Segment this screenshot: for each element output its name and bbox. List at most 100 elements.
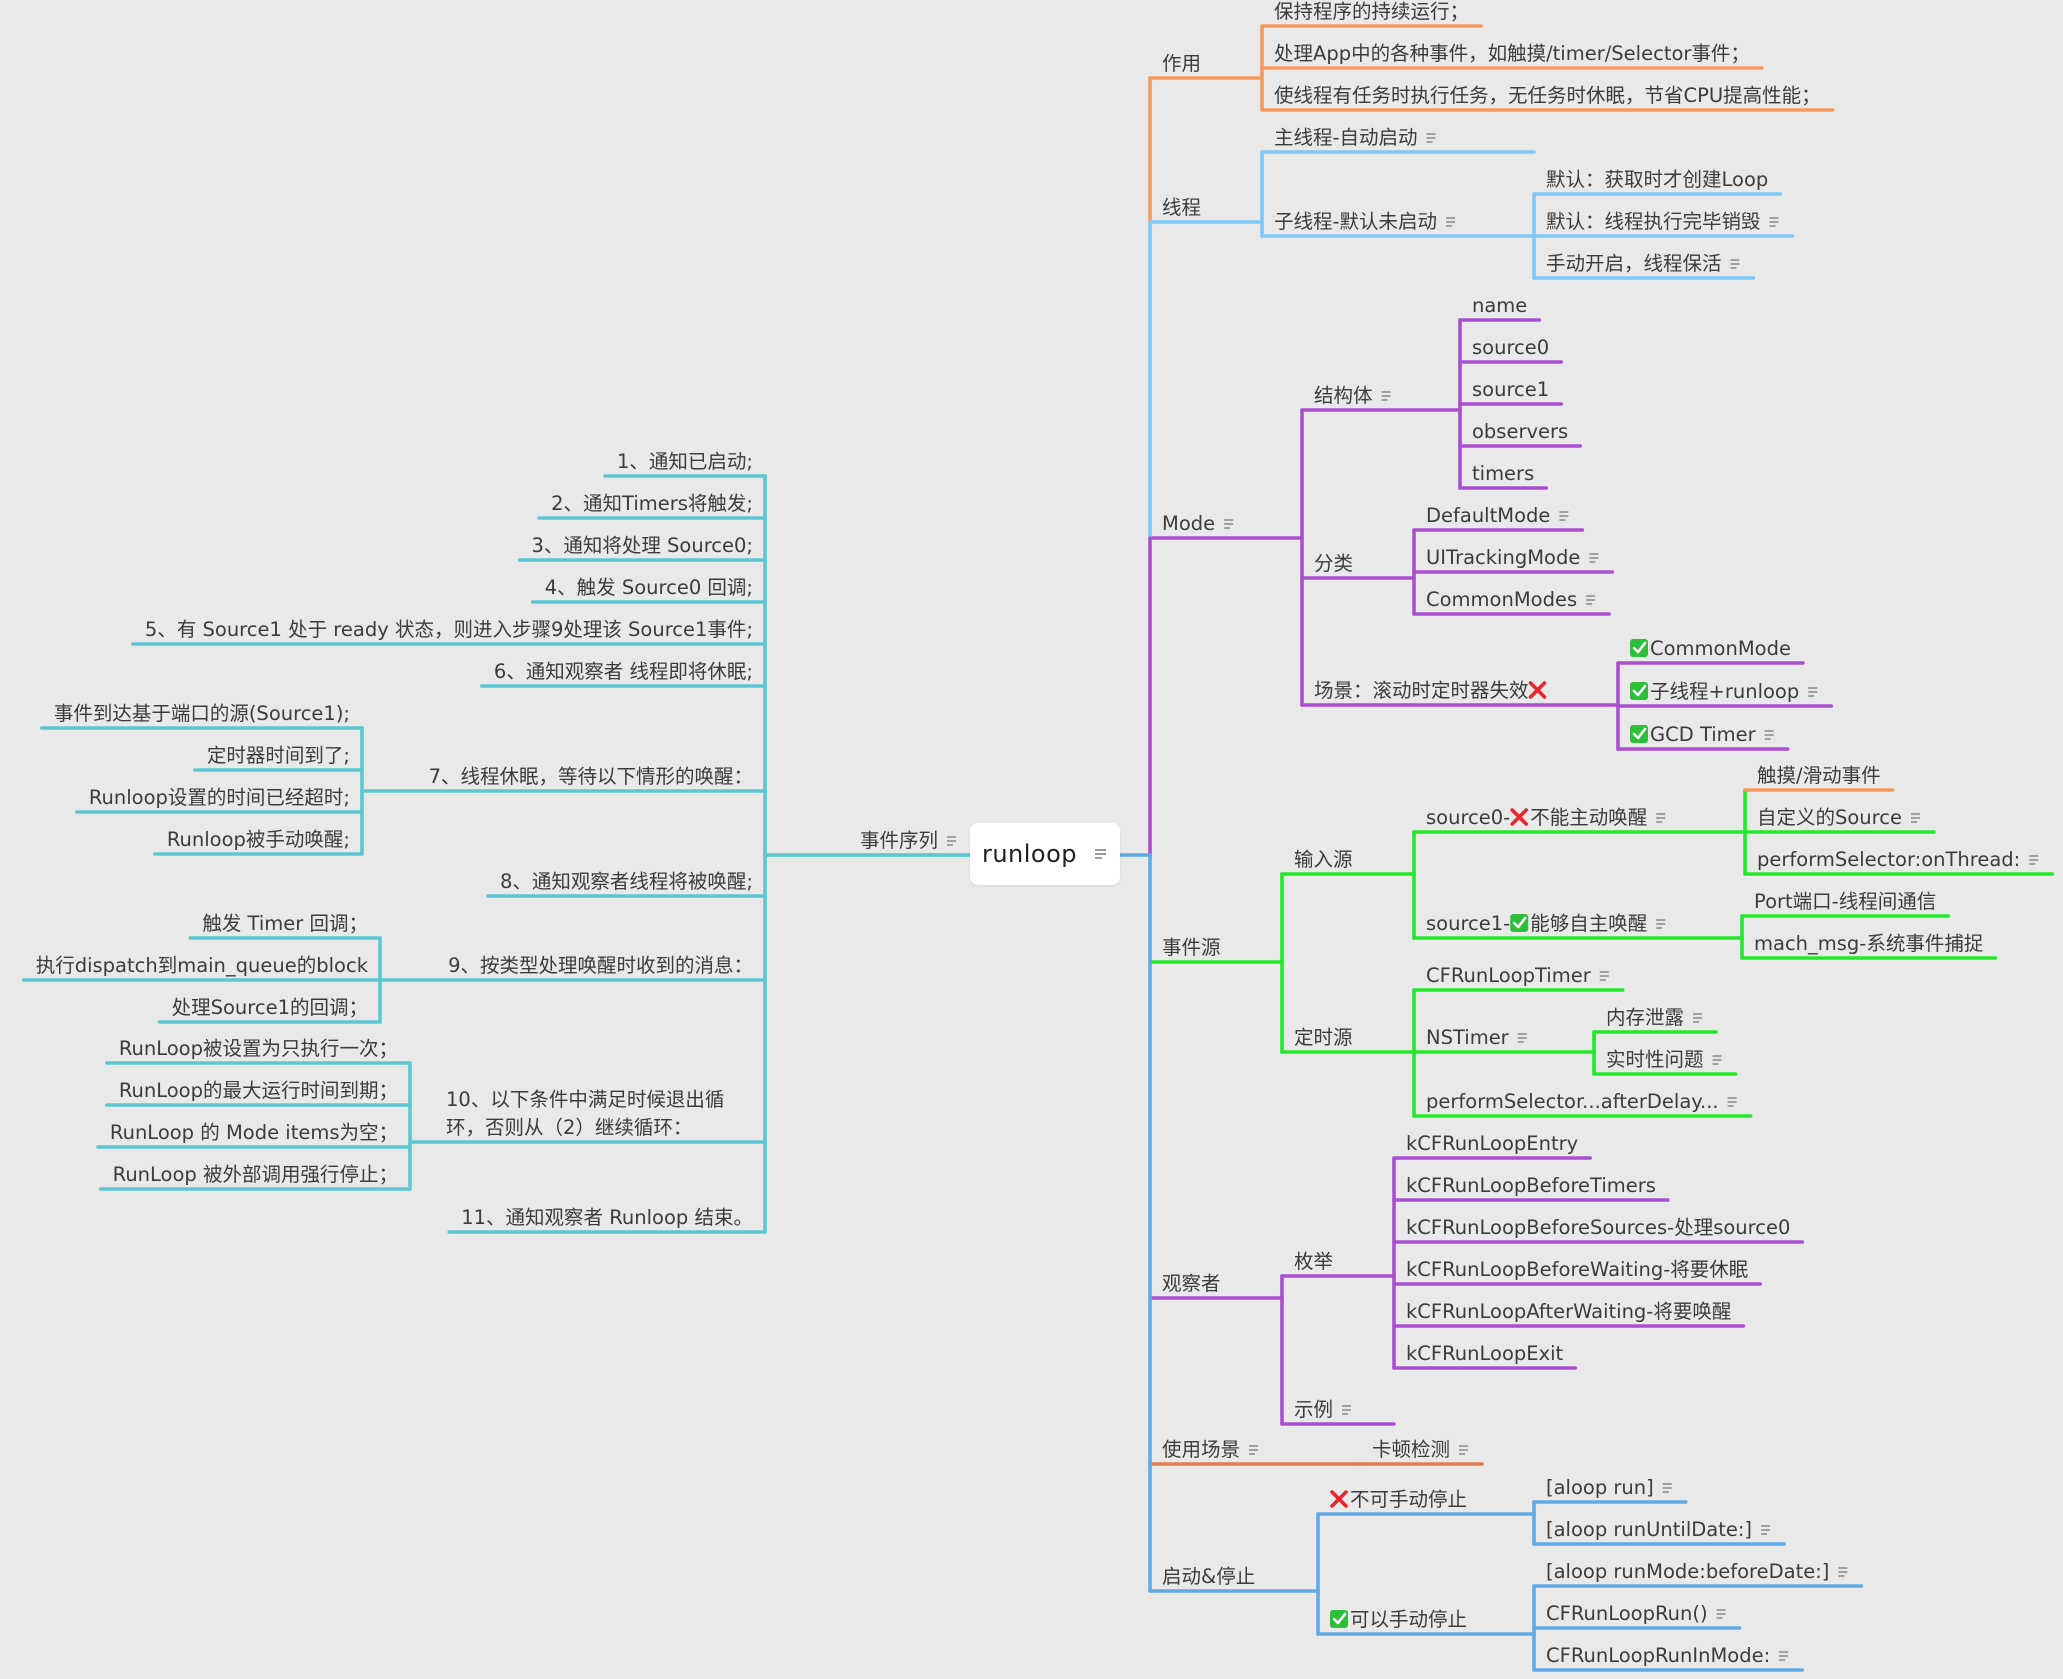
root-node[interactable]: runloop bbox=[970, 823, 1120, 885]
node-item[interactable]: 事件序列 bbox=[860, 829, 938, 852]
node-kcfrunloopbeforetimers[interactable]: kCFRunLoopBeforeTimers bbox=[1406, 1174, 1656, 1197]
note-icon bbox=[1095, 848, 1107, 859]
node-item[interactable]: 卡顿检测 bbox=[1372, 1438, 1450, 1461]
node-item[interactable]: 场景：滚动时定时器失效 bbox=[1314, 679, 1529, 702]
node-runloop[interactable]: Runloop被手动唤醒; bbox=[167, 828, 350, 851]
node-item[interactable]: 主线程-自动启动 bbox=[1274, 126, 1418, 149]
node-item[interactable]: 事件源 bbox=[1162, 936, 1221, 959]
node-item[interactable]: 线程 bbox=[1162, 196, 1201, 219]
node-runloop[interactable]: RunLoop被设置为只执行一次； bbox=[119, 1037, 398, 1060]
node-performselector-onthread[interactable]: performSelector:onThread: bbox=[1757, 848, 2020, 871]
node-timer[interactable]: 触发 Timer 回调； bbox=[202, 912, 368, 935]
node-item[interactable]: 内存泄露 bbox=[1606, 1006, 1684, 1029]
node-7[interactable]: 7、线程休眠，等待以下情形的唤醒： bbox=[429, 765, 753, 788]
node-runloop-mode-items[interactable]: RunLoop 的 Mode items为空； bbox=[110, 1121, 398, 1144]
node-cfrunlooptimer[interactable]: CFRunLoopTimer bbox=[1426, 964, 1592, 987]
node-aloop-runmode-beforedate[interactable]: [aloop runMode:beforeDate:] bbox=[1546, 1560, 1829, 1583]
node-source[interactable]: 自定义的Source bbox=[1757, 806, 1902, 829]
node-runloop[interactable]: RunLoop 被外部调用强行停止； bbox=[113, 1163, 398, 1186]
node-runloop[interactable]: RunLoop的最大运行时间到期； bbox=[119, 1079, 398, 1102]
node-timers[interactable]: timers bbox=[1472, 462, 1534, 485]
node-kcfrunloopbeforesources-sour[interactable]: kCFRunLoopBeforeSources-处理source0 bbox=[1406, 1216, 1790, 1239]
node-runloop[interactable]: Runloop设置的时间已经超时; bbox=[89, 786, 350, 809]
node-item[interactable]: 启动&停止 bbox=[1162, 1565, 1255, 1588]
node-item[interactable]: 观察者 bbox=[1162, 1272, 1221, 1295]
node-item[interactable]: 保持程序的持续运行； bbox=[1274, 0, 1469, 23]
node-item[interactable]: 实时性问题 bbox=[1606, 1048, 1704, 1071]
node-item[interactable]: 默认：线程执行完毕销毁 bbox=[1546, 210, 1761, 233]
node-item[interactable]: 可以手动停止 bbox=[1350, 1608, 1467, 1631]
node-item[interactable]: 不可手动停止 bbox=[1350, 1488, 1467, 1511]
node-3-source0[interactable]: 3、通知将处理 Source0; bbox=[531, 534, 753, 557]
node-9[interactable]: 9、按类型处理唤醒时收到的消息： bbox=[448, 954, 753, 977]
node-mode[interactable]: Mode bbox=[1162, 512, 1215, 535]
node-item[interactable]: 触摸/滑动事件 bbox=[1757, 764, 1881, 787]
node-2-timers[interactable]: 2、通知Timers将触发; bbox=[551, 492, 753, 515]
node-source1[interactable]: source1 bbox=[1472, 378, 1549, 401]
node-uitrackingmode[interactable]: UITrackingMode bbox=[1426, 546, 1580, 569]
node-step-10[interactable]: 10、以下条件中满足时候退出循环，否则从（2）继续循环：10、以下条件中满足时候… bbox=[446, 1088, 971, 1139]
node-8[interactable]: 8、通知观察者线程将被唤醒; bbox=[500, 870, 753, 893]
node-cfrunlooprun[interactable]: CFRunLoopRun() bbox=[1546, 1602, 1708, 1625]
node-11-runloop[interactable]: 11、通知观察者 Runloop 结束。 bbox=[461, 1206, 753, 1229]
node-runloop[interactable]: 子线程+runloop bbox=[1650, 680, 1799, 703]
node-item[interactable]: 输入源 bbox=[1294, 848, 1353, 871]
node-label: timers bbox=[1472, 462, 1534, 485]
node-kcfrunloopexit[interactable]: kCFRunLoopExit bbox=[1406, 1342, 1564, 1365]
node-app-timer-selector[interactable]: 处理App中的各种事件，如触摸/timer/Selector事件； bbox=[1274, 42, 1750, 65]
node-item[interactable]: 枚举 bbox=[1294, 1250, 1333, 1273]
node-label: 启动&停止 bbox=[1162, 1565, 1255, 1588]
node-1[interactable]: 1、通知已启动; bbox=[617, 450, 753, 473]
node-mach-msg[interactable]: mach_msg-系统事件捕捉 bbox=[1754, 932, 1983, 955]
node-source1[interactable]: 处理Source1的回调； bbox=[172, 996, 368, 1019]
node-nstimer[interactable]: NSTimer bbox=[1426, 1026, 1510, 1049]
node-6[interactable]: 6、通知观察者 线程即将休眠; bbox=[494, 660, 753, 683]
node-kcfrunloopafterwaiting[interactable]: kCFRunLoopAfterWaiting-将要唤醒 bbox=[1406, 1300, 1731, 1323]
node-aloop-run[interactable]: [aloop run] bbox=[1546, 1476, 1654, 1499]
node-port[interactable]: Port端口-线程间通信 bbox=[1754, 890, 1936, 913]
node-label: 8、通知观察者线程将被唤醒; bbox=[500, 870, 753, 893]
node-loop[interactable]: 默认：获取时才创建Loop bbox=[1546, 168, 1768, 191]
node-item[interactable]: 手动开启，线程保活 bbox=[1546, 252, 1722, 275]
node-item[interactable]: 使用场景 bbox=[1162, 1438, 1240, 1461]
node-cfrunloopruninmode[interactable]: CFRunLoopRunInMode: bbox=[1546, 1644, 1770, 1667]
node-gcd-timer[interactable]: GCD Timer bbox=[1650, 723, 1757, 746]
node-label: CFRunLoopRun() bbox=[1546, 1602, 1708, 1625]
node-source1[interactable]: source1-能够自主唤醒source1-能够自主唤醒 bbox=[1426, 912, 1647, 935]
note-icon bbox=[1712, 1055, 1722, 1065]
node-source0[interactable]: source0-不能主动唤醒source0-不能主动唤醒 bbox=[1426, 806, 1647, 829]
node-label: 定时源 bbox=[1294, 1026, 1353, 1049]
node-label: DefaultMode bbox=[1426, 504, 1550, 527]
node-label: Runloop设置的时间已经超时; bbox=[89, 786, 350, 809]
node-item[interactable]: 定时源 bbox=[1294, 1026, 1353, 1049]
node-observers[interactable]: observers bbox=[1472, 420, 1568, 443]
node-kcfrunloopbeforewaiting[interactable]: kCFRunLoopBeforeWaiting-将要休眠 bbox=[1406, 1258, 1748, 1281]
node-item[interactable]: 定时器时间到了; bbox=[207, 744, 350, 767]
node-item[interactable]: 结构体 bbox=[1314, 384, 1373, 407]
node-kcfrunloopentry[interactable]: kCFRunLoopEntry bbox=[1406, 1132, 1578, 1155]
node-label: 场景：滚动时定时器失效 bbox=[1314, 679, 1529, 702]
cross-icon bbox=[1330, 1490, 1348, 1508]
node-label: 能够自主唤醒 bbox=[1530, 912, 1647, 935]
node-item[interactable]: 作用 bbox=[1162, 52, 1201, 75]
node-source1[interactable]: 事件到达基于端口的源(Source1); bbox=[54, 702, 350, 725]
node-commonmode[interactable]: CommonMode bbox=[1650, 637, 1791, 660]
node-item[interactable]: 子线程-默认未启动 bbox=[1274, 210, 1437, 233]
node-performselector-afterdelay[interactable]: performSelector...afterDelay... bbox=[1426, 1090, 1719, 1113]
node-label: kCFRunLoopBeforeTimers bbox=[1406, 1174, 1656, 1197]
node-defaultmode[interactable]: DefaultMode bbox=[1426, 504, 1550, 527]
node-5-source1-ready-9-source1[interactable]: 5、有 Source1 处于 ready 状态，则进入步骤9处理该 Source… bbox=[145, 618, 753, 641]
node-aloop-rununtildate[interactable]: [aloop runUntilDate:] bbox=[1546, 1518, 1752, 1541]
node-label: 2、通知Timers将触发; bbox=[551, 492, 753, 515]
node-4-source0[interactable]: 4、触发 Source0 回调; bbox=[545, 576, 753, 599]
node-name[interactable]: name bbox=[1472, 294, 1527, 317]
note-icon bbox=[1224, 519, 1234, 529]
node-dispatch-main-queue-block[interactable]: 执行dispatch到main_queue的block bbox=[36, 954, 369, 977]
node-commonmodes[interactable]: CommonModes bbox=[1426, 588, 1577, 611]
node-label: kCFRunLoopAfterWaiting-将要唤醒 bbox=[1406, 1300, 1731, 1323]
node-item[interactable]: 分类 bbox=[1314, 552, 1353, 575]
node-item[interactable]: 示例 bbox=[1294, 1398, 1333, 1421]
node-source0[interactable]: source0 bbox=[1472, 336, 1549, 359]
note-icon bbox=[1517, 1033, 1527, 1043]
node-cpu[interactable]: 使线程有任务时执行任务，无任务时休眠，节省CPU提高性能； bbox=[1274, 84, 1821, 107]
